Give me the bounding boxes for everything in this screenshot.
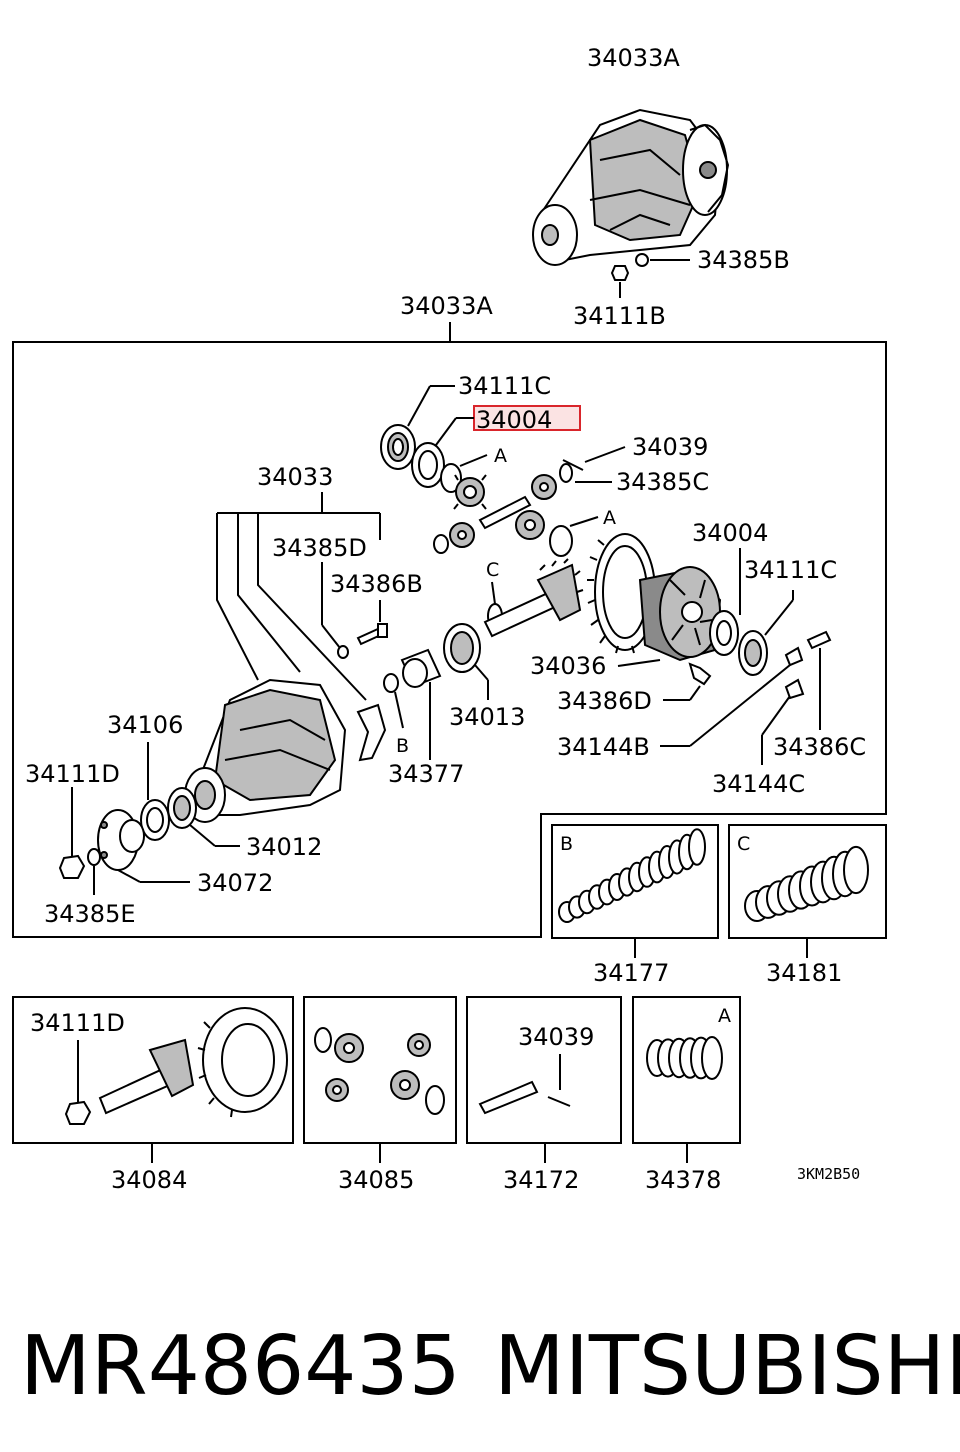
label-lock-34144b: 34144B [557,733,650,761]
ring-gear-34036-drawing [587,533,656,654]
label-spacer-34377: 34377 [388,760,464,788]
kit-box-34378-label: 34378 [645,1166,721,1194]
kit-nut-icon [64,1100,92,1125]
kit-washer-2-icon [425,1085,445,1115]
label-top-washer: 34385B [697,246,790,274]
pinion-gear-left-icon [449,522,475,548]
top-differential-assembly-drawing [532,108,730,266]
bearing-34013-icon [443,623,481,673]
bearing-34111c-outer-icon [738,630,768,676]
label-bolt-34386d: 34386D [557,687,652,715]
kit-ring-gear-icon [197,1007,288,1118]
label-main-assembly: 34033A [400,292,493,320]
label-flange-34072: 34072 [197,869,273,897]
label-bolt-34386c: 34386C [773,733,866,761]
shim-b-icon [383,673,399,693]
side-gear-icon [453,474,487,510]
footer-brand: MITSUBISHI [494,1319,960,1414]
thrust-washer-a-icon [440,463,462,493]
shim-stack-b-icon [558,828,706,923]
thrust-washer-a2-icon [549,525,573,557]
label-marker-a1: A [494,445,507,467]
shim-box-c: C 34181 [728,824,887,987]
shim-box-c-label: 34181 [766,959,842,987]
pin-34039-icon [562,459,584,471]
carrier-housing-34033-drawing [184,678,387,823]
label-bearing-34012: 34012 [246,833,322,861]
pinion-gear-right-icon [515,510,545,540]
lock-plate-34144b-icon [784,646,804,667]
shim-stack-c-icon [744,845,869,922]
kit-pin-icon [547,1096,571,1107]
label-pin-34039: 34039 [632,433,708,461]
label-highlighted-part: 34004 [476,406,552,434]
kit-box-34084-inner-label: 34111D [30,1009,125,1037]
lock-plate-34144c-icon [784,678,805,700]
pinion-washer-left-icon [433,534,449,554]
side-gear-right-icon [531,474,557,500]
shim-box-b-letter: B [560,833,573,855]
label-carrier: 34033 [257,463,333,491]
label-marker-a2: A [603,507,616,529]
washer-34385c-icon [559,463,573,483]
pinion-shaft-icon [478,495,532,530]
bolt-34386c-icon [806,630,832,650]
label-top-assembly: 34033A [587,44,680,72]
washer-stack-a-icon [646,1036,723,1080]
main-exploded-frame [12,341,887,938]
bearing-34012-icon [167,787,197,829]
nut-34111d-icon [58,854,86,879]
drawing-code: 3KM2B50 [797,1165,860,1183]
kit-washer-icon [314,1027,332,1053]
kit-box-34378: A 34378 [632,996,741,1194]
top-washer-icon [635,253,649,267]
label-washer-34385d: 34385D [272,534,367,562]
kit-pinion-shaft-icon [478,1080,539,1115]
top-nut-icon [610,265,630,281]
shim-box-b-label: 34177 [593,959,669,987]
kit-box-34085-label: 34085 [338,1166,414,1194]
washer-34385d-icon [337,645,349,659]
label-washer-34385e: 34385E [44,900,136,928]
bearing-34111c-icon [709,610,739,656]
label-lock-34144c: 34144C [712,770,805,798]
footer-part-number: MR486435 [20,1319,461,1414]
label-marker-b: B [396,735,409,757]
label-case-34004: 34004 [692,519,768,547]
label-gear-34036: 34036 [530,652,606,680]
kit-box-34172: 34039 34172 [466,996,622,1194]
differential-case-34004-drawing [638,566,722,662]
label-top-nut: 34111B [573,302,666,330]
kit-box-34172-label: 34172 [503,1166,579,1194]
bolt-34386d-icon [688,662,712,686]
kit-box-34084: 34111D 34084 [12,996,294,1194]
label-nut-34111d: 34111D [25,760,120,788]
label-marker-c: C [486,559,499,581]
race-34004-drawing [411,442,445,488]
kit-box-34378-inner-label: A [718,1005,731,1027]
label-bearing-c-top: 34111C [458,372,551,400]
companion-flange-34072-icon [97,809,145,871]
label-bolt-34386b: 34386B [330,570,423,598]
kit-box-34084-label: 34084 [111,1166,187,1194]
kit-box-34172-inner-label: 34039 [518,1023,594,1051]
bearing-34111c-top-drawing [380,424,416,470]
label-washer-34385c: 34385C [616,468,709,496]
kit-box-34085: 34085 [303,996,457,1194]
label-bearing-34013: 34013 [449,703,525,731]
shim-box-c-letter: C [737,833,750,855]
label-seal-34106: 34106 [107,711,183,739]
washer-34385e-icon [87,848,101,866]
label-bearing-34111c: 34111C [744,556,837,584]
highlighted-part-box [473,405,581,431]
shim-box-b: B 34177 [551,824,719,987]
